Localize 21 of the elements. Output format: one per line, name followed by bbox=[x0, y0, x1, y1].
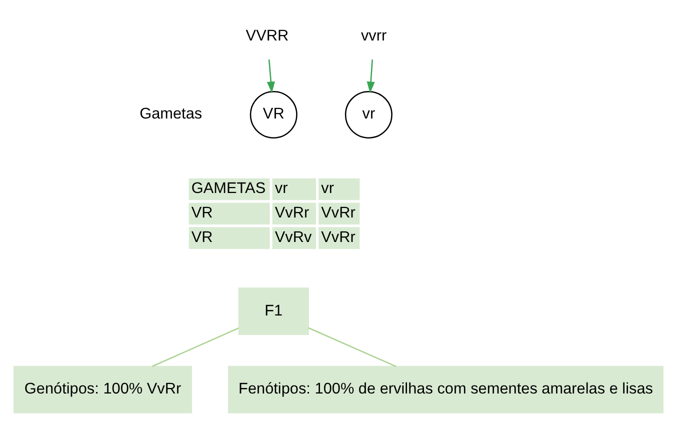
connector bbox=[152, 327, 239, 367]
node-text: VVRR bbox=[246, 27, 289, 44]
label: VR bbox=[191, 204, 213, 222]
label: VvRv bbox=[274, 229, 312, 246]
arrow bbox=[266, 60, 275, 94]
label: VvRr bbox=[321, 229, 356, 246]
node-box: Genótipos: 100% VvRr bbox=[14, 366, 192, 414]
label: VR bbox=[191, 229, 213, 246]
label: Gametas bbox=[140, 106, 202, 123]
node-circle: vr bbox=[344, 90, 392, 138]
label: GAMETAS bbox=[191, 180, 266, 198]
connector bbox=[308, 327, 396, 367]
node-box: Fenótipos: 100% de ervilhas com sementes amarelas e lisas bbox=[228, 366, 664, 414]
node-text: vvrr bbox=[360, 27, 387, 44]
label: vr bbox=[274, 180, 288, 198]
node-box: F1 bbox=[238, 288, 309, 336]
label: vr bbox=[321, 180, 334, 198]
label: VvRr bbox=[321, 204, 356, 222]
label: VvRr bbox=[274, 204, 310, 222]
arrow bbox=[366, 60, 375, 94]
node-circle: VR bbox=[250, 90, 298, 138]
